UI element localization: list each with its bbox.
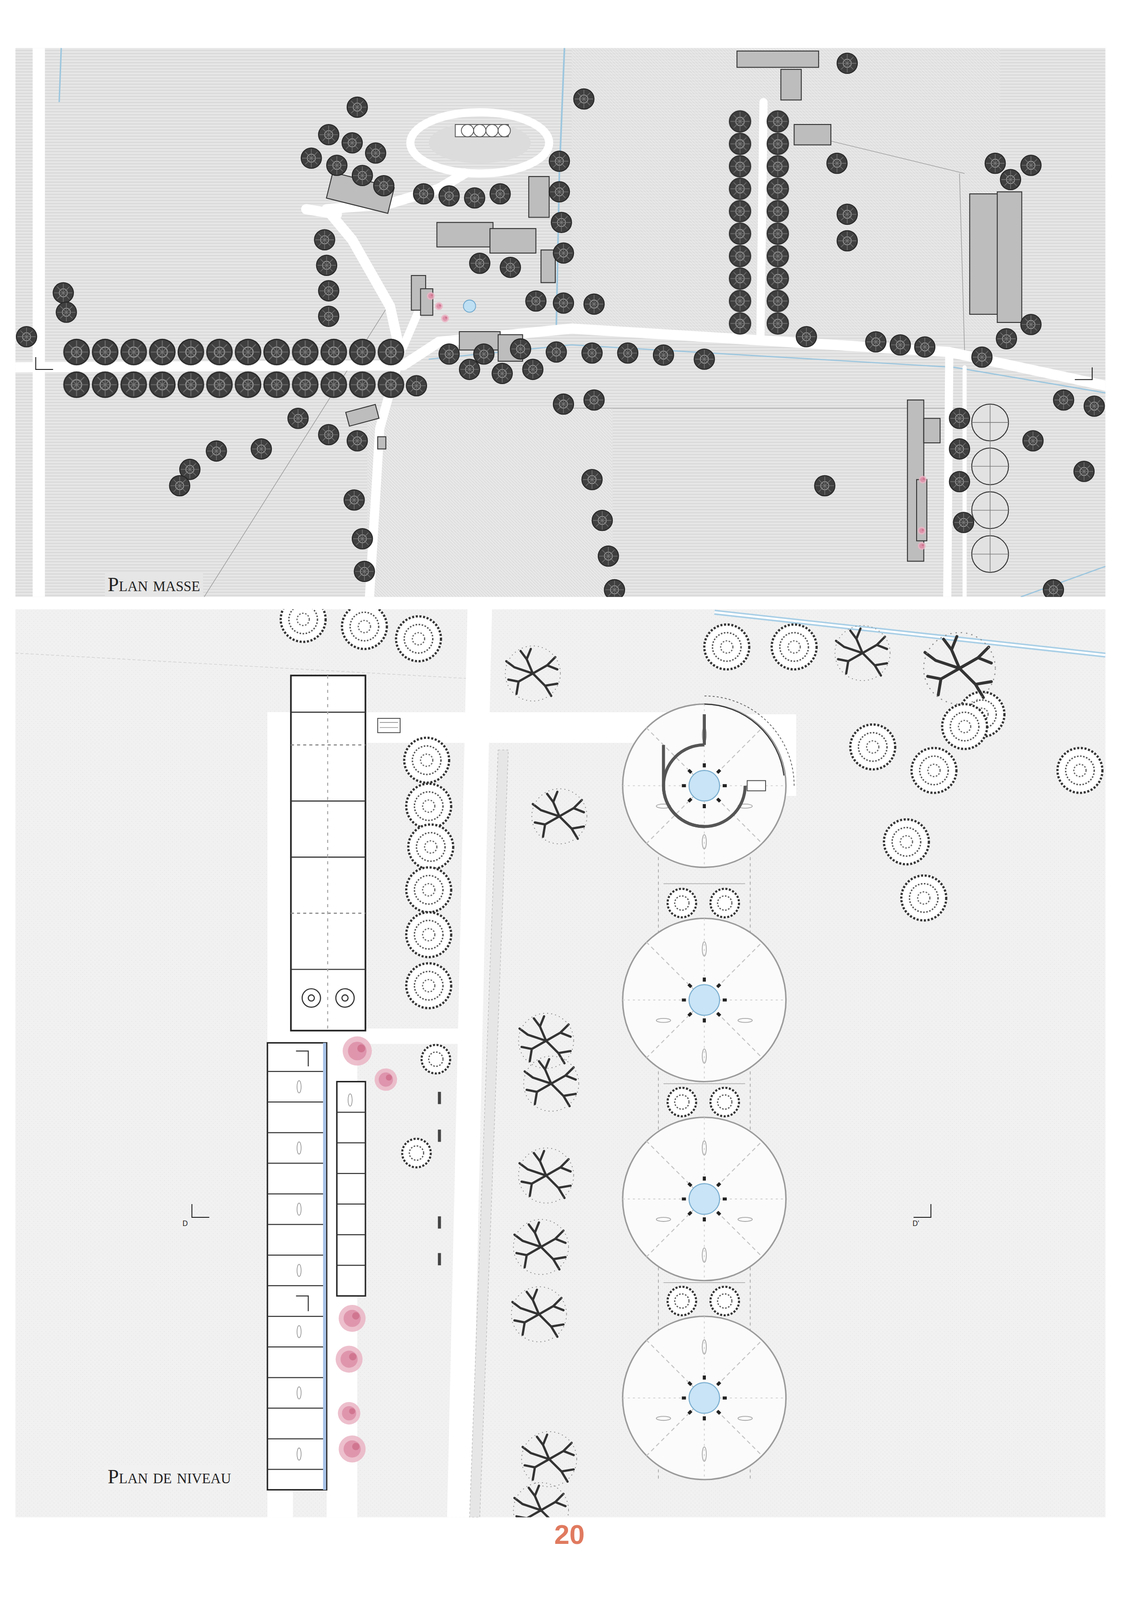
page-number: 20	[551, 1519, 588, 1552]
drawing-title: Plan de niveau	[104, 1465, 234, 1490]
drawing-title: Plan masse	[104, 573, 204, 597]
section-mark: D'	[911, 1219, 921, 1229]
floor-plan	[15, 609, 1106, 1519]
section-mark: D	[181, 1219, 189, 1229]
site-plan	[15, 47, 1106, 598]
